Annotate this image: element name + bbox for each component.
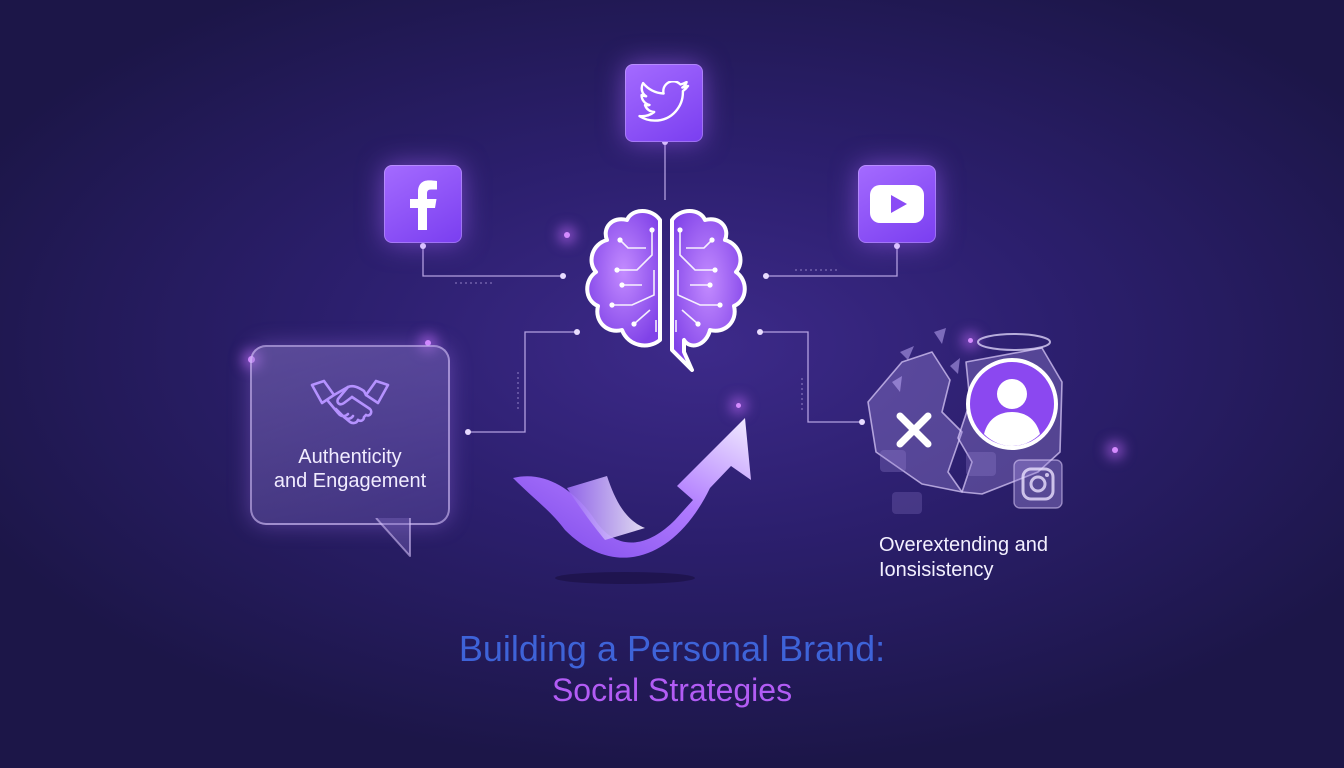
youtube-tile[interactable] [858,165,936,243]
bubble-label-line2: and Engagement [273,470,427,492]
overextending-label-line1: Overextending and [879,534,1049,556]
facebook-tile[interactable] [384,165,462,243]
page-subtitle: Social Strategies [551,672,793,708]
twitter-icon [638,81,690,122]
sparkle [968,338,973,343]
brain-circuit-icon [585,209,747,372]
bubble-label-line1: Authenticity [298,446,402,468]
handshake-icon [310,379,390,425]
sparkle [736,403,741,408]
sparkle [1112,447,1118,453]
bubble-tail [375,518,411,557]
instagram-icon[interactable] [1020,466,1056,502]
sparkle [564,232,570,238]
page-title: Building a Personal Brand: [458,628,886,669]
authenticity-bubble: Authenticity and Engagement [250,345,450,525]
overextending-label-line2: Ionsisistency [879,559,994,581]
youtube-icon [870,185,924,223]
facebook-icon [410,180,437,230]
twitter-tile[interactable] [625,64,703,142]
sparkle [425,340,431,346]
growth-arrow-icon [513,418,751,584]
